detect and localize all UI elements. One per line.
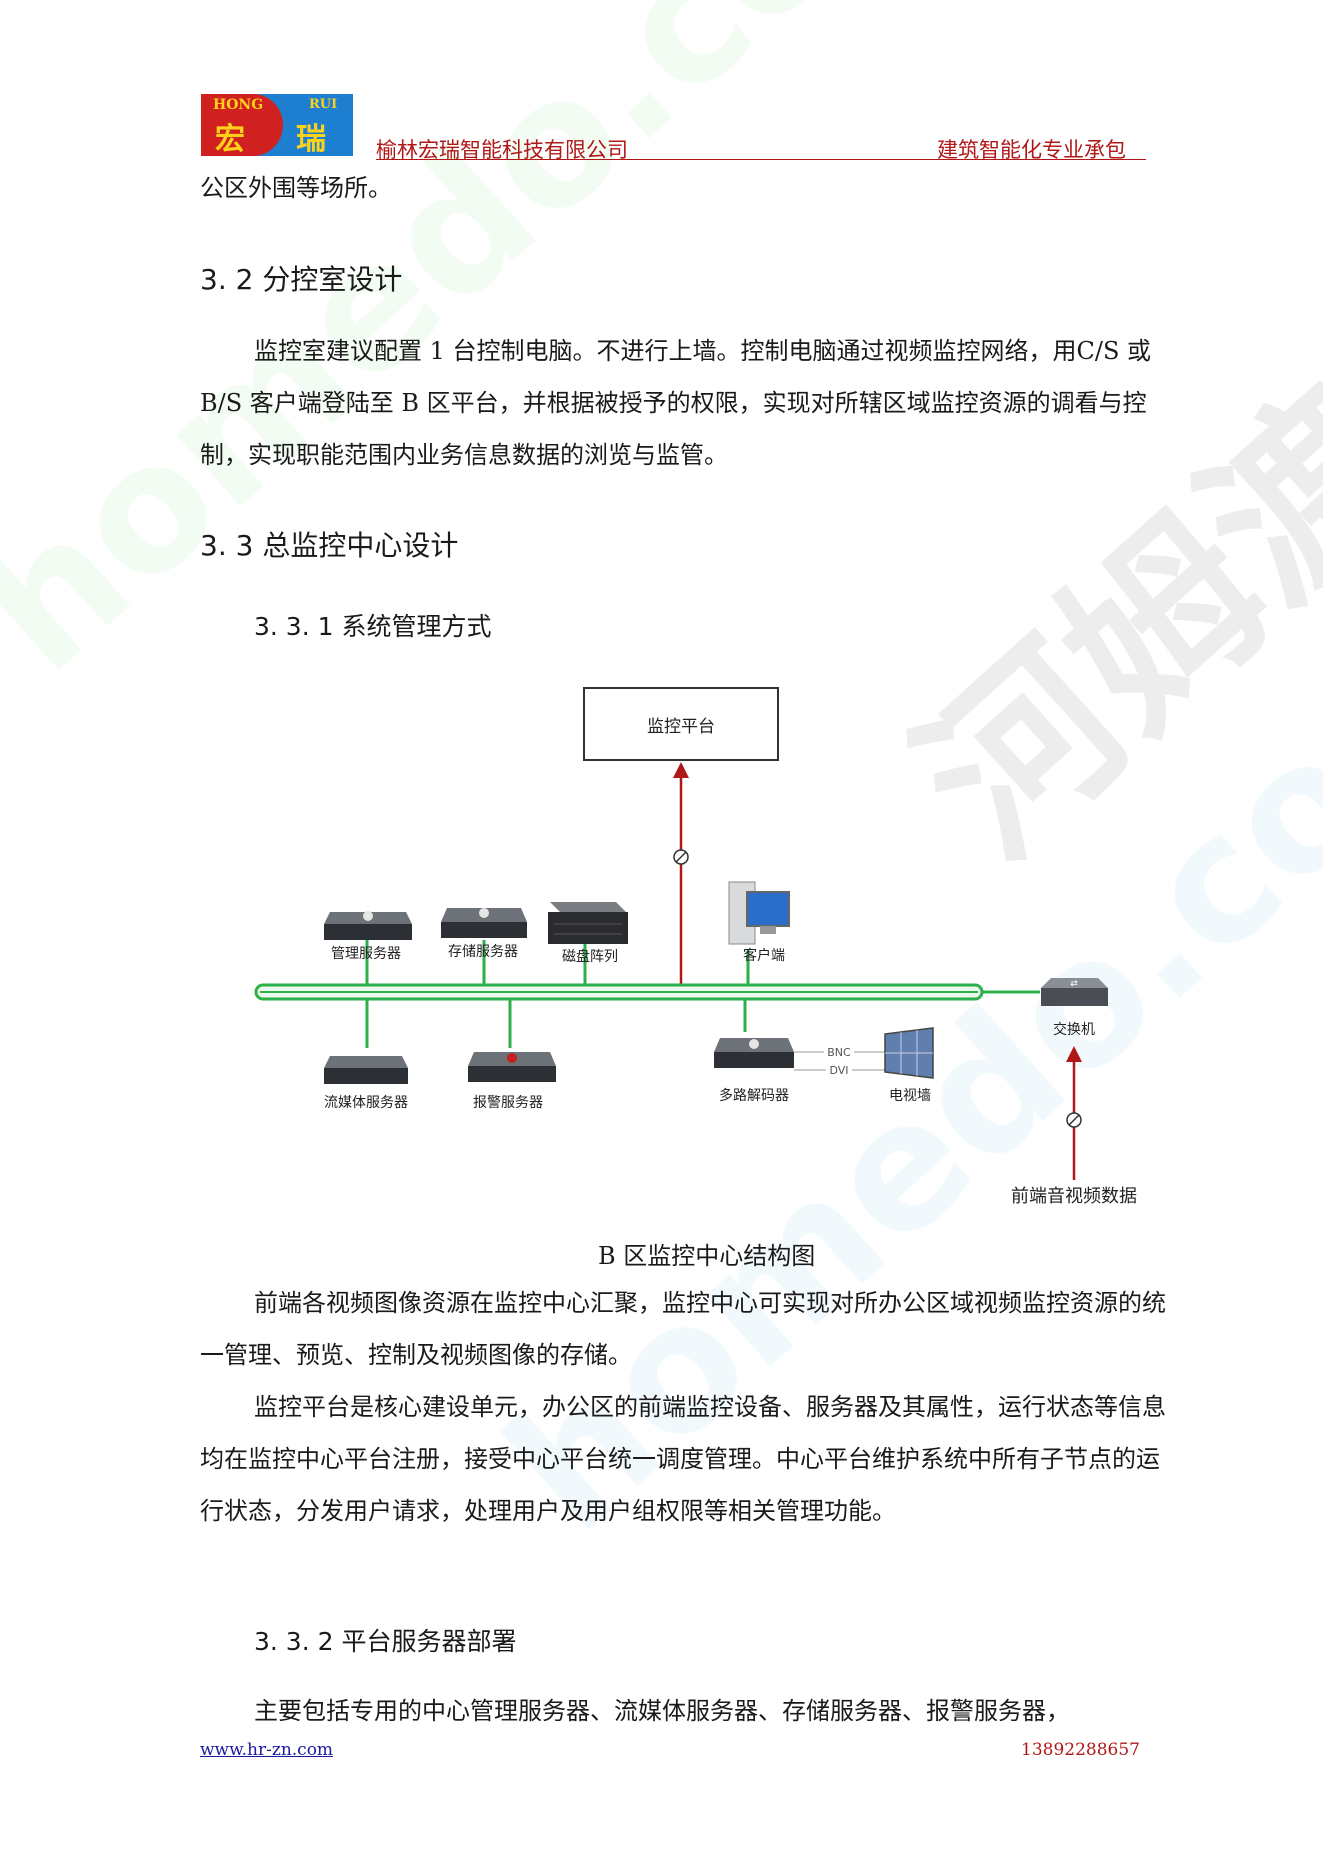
front-data-arrow-head [1066,1046,1082,1062]
platform-arrow-head [673,762,689,778]
logo-char-2: 瑞 [296,122,326,156]
figure-caption: B 区监控中心结构图 [598,1242,816,1270]
front-data-label: 前端音视频数据 [1011,1186,1137,1207]
storage-server-label: 存储服务器 [448,944,518,960]
client-label: 客户端 [743,947,785,964]
tv-wall-icon [884,1027,934,1079]
intro-tail: 公区外围等场所。 [200,174,392,202]
switch-icon: ⇄ [1041,978,1108,1006]
paragraph-3-3-b: 监控平台是核心建设单元，办公区的前端监控设备、服务器及其属性，运行状态等信息均在… [200,1393,1166,1525]
decoder-icon [714,1038,794,1068]
disk-array-icon [548,902,628,944]
platform-label: 监控平台 [647,717,715,737]
paragraph-3-3-2: 主要包括专用的中心管理服务器、流媒体服务器、存储服务器、报警服务器， [254,1697,1070,1725]
storage-server-icon [441,908,527,938]
front-data-link-marker [1066,1112,1082,1128]
decoder-label: 多路解码器 [719,1087,789,1104]
mgmt-server-label: 管理服务器 [331,946,401,962]
disk-array-label: 磁盘阵列 [562,948,618,965]
svg-text:⇄: ⇄ [1070,979,1078,989]
header-company-name: 榆林宏瑞智能科技有限公司 [376,138,628,162]
client-pc-icon [728,881,790,945]
footer-website-link[interactable]: www.hr-zn.com [200,1740,334,1760]
logo-char-1: 宏 [215,122,245,156]
footer-phone: 13892288657 [1021,1740,1140,1760]
platform-box [583,687,779,761]
logo-hong-text: HONG [213,97,264,113]
logo-red-shape [201,94,283,156]
section-heading-3-3-1: 3. 3. 1 系统管理方式 [254,612,492,641]
header-slogan: 建筑智能化专业承包 [937,138,1126,162]
section-heading-3-2: 3. 2 分控室设计 [200,263,403,296]
stream-server-label: 流媒体服务器 [324,1095,408,1111]
monitoring-center-diagram: 监控平台 管理服务器 存储服务器 磁盘阵列 客 [254,687,1137,1207]
stream-server-icon [324,1056,408,1084]
company-logo: HONG RUI 宏 瑞 [201,94,353,156]
logo-rui-text: RUI [309,97,338,112]
switch-label: 交换机 [1053,1021,1095,1038]
alarm-server-icon [468,1052,556,1082]
bnc-label: BNC [827,1046,851,1059]
platform-link-marker [673,849,689,865]
mgmt-server-icon [324,911,412,940]
section-heading-3-3: 3. 3 总监控中心设计 [200,529,459,562]
paragraph-3-3-a: 前端各视频图像资源在监控中心汇聚，监控中心可实现对所办公区域视频监控资源的统一管… [200,1289,1166,1369]
header-rule [376,159,1146,160]
paragraph-3-2: 监控室建议配置 1 台控制电脑。不进行上墙。控制电脑通过视频监控网络，用C/S … [200,337,1152,469]
tv-wall-label: 电视墙 [889,1088,931,1104]
section-heading-3-3-2: 3. 3. 2 平台服务器部署 [254,1627,517,1656]
alarm-server-label: 报警服务器 [473,1095,543,1111]
dvi-label: DVI [829,1064,848,1077]
